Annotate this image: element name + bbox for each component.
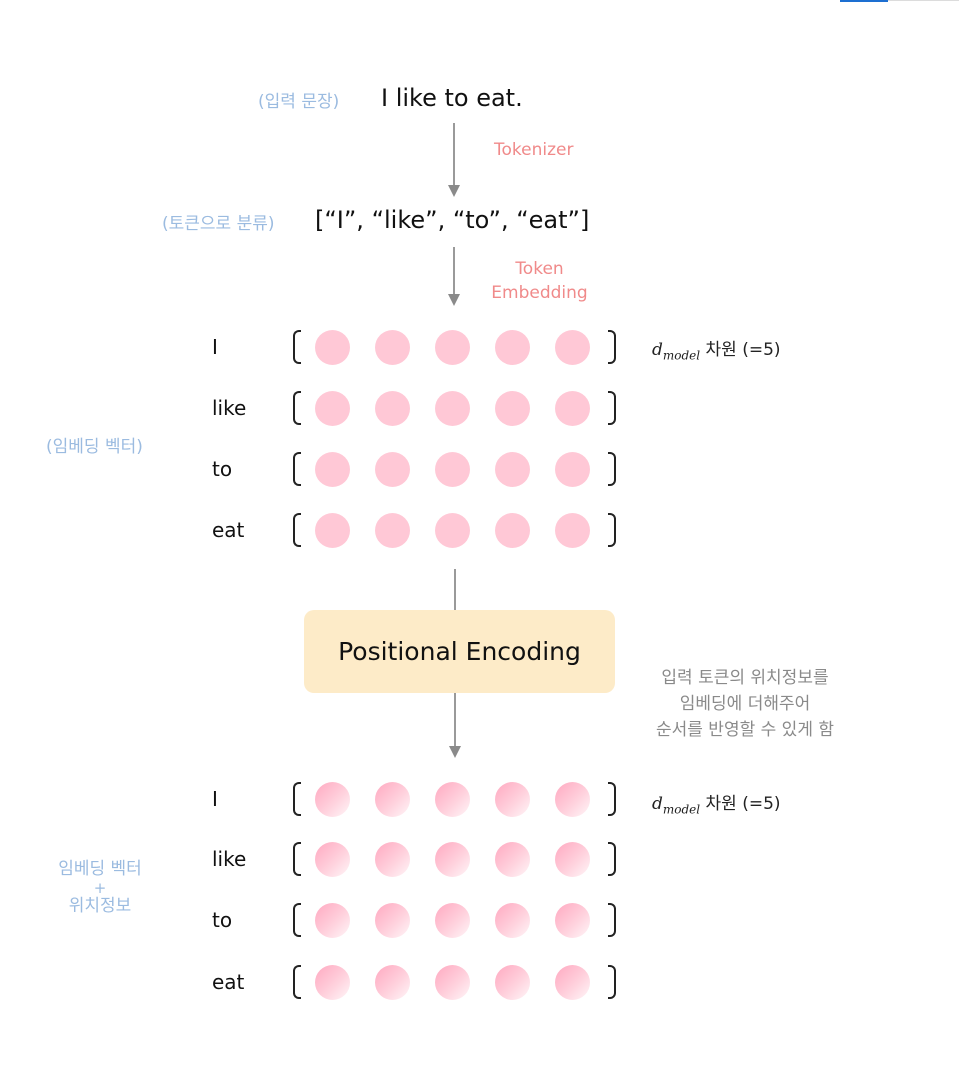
combined-vector-element (435, 842, 470, 877)
positional-encoding-title: Positional Encoding (338, 637, 581, 666)
positional-encoding-note: 입력 토큰의 위치정보를 임베딩에 더해주어 순서를 반영할 수 있게 함 (640, 665, 850, 743)
embedding-bracket-left (293, 330, 301, 364)
input-sentence: I like to eat. (381, 84, 523, 112)
combined-token-label: like (212, 847, 247, 871)
embedding-bracket-right (608, 391, 616, 425)
embedding-bracket-left (293, 452, 301, 486)
embedding-vector-label: (임베딩 벡터) (46, 437, 143, 457)
embedding-bracket-left (293, 513, 301, 547)
embedding-vector-element (375, 513, 410, 548)
combined-line-1: 임베딩 벡터 (58, 859, 142, 879)
arrow-line-1 (453, 123, 455, 186)
embedding-vector-element (375, 452, 410, 487)
combined-vector-element (495, 903, 530, 938)
embedding-token-label: I (212, 335, 218, 359)
combined-vector-element (315, 903, 350, 938)
embedding-bracket-right (608, 513, 616, 547)
pe-note-line-1: 입력 토큰의 위치정보를 (661, 668, 829, 688)
embedding-vector-element (555, 452, 590, 487)
combined-vector-element (315, 782, 350, 817)
positional-encoding-box: Positional Encoding (304, 610, 615, 693)
token-embedding-line-1: Token (515, 259, 564, 279)
embedding-vector-element (555, 391, 590, 426)
tokenizer-label: Tokenizer (494, 140, 574, 160)
input-sentence-label: (입력 문장) (258, 92, 340, 112)
arrow-line-2 (453, 247, 455, 295)
combined-bracket-left (293, 965, 301, 999)
embedding-token-label: eat (212, 518, 245, 542)
embedding-token-label: to (212, 457, 233, 481)
arrow-head-1 (448, 185, 460, 197)
combined-vector-element (555, 965, 590, 1000)
combined-vector-element (375, 903, 410, 938)
combined-token-label: I (212, 787, 218, 811)
combined-bracket-right (608, 903, 616, 937)
combined-vector-element (555, 903, 590, 938)
combined-vector-element (375, 782, 410, 817)
embedding-vector-element (555, 513, 590, 548)
embedding-vector-element (495, 513, 530, 548)
embedding-token-label: like (212, 396, 247, 420)
embedding-vector-element (315, 391, 350, 426)
combined-label: 임베딩 벡터 + 위치정보 (40, 858, 160, 918)
embedding-vector-element (315, 330, 350, 365)
combined-bracket-left (293, 842, 301, 876)
combined-vector-element (495, 965, 530, 1000)
embedding-vector-element (375, 391, 410, 426)
embedding-vector-element (495, 330, 530, 365)
embedding-vector-element (495, 391, 530, 426)
token-list: [“I”, “like”, “to”, “eat”] (315, 206, 590, 234)
arrow-line-3 (454, 569, 456, 610)
embedding-vector-element (495, 452, 530, 487)
d-model-symbol: dmodel (652, 794, 701, 817)
combined-bracket-left (293, 903, 301, 937)
embedding-bracket-right (608, 330, 616, 364)
embedding-vector-element (435, 330, 470, 365)
embedding-vector-element (555, 330, 590, 365)
dimension-text: 차원 (=5) (705, 340, 781, 360)
embedding-bracket-right (608, 452, 616, 486)
tokenized-label: (토큰으로 분류) (162, 214, 275, 234)
pe-note-line-2: 임베딩에 더해주어 (679, 694, 811, 714)
combined-vector-element (495, 782, 530, 817)
combined-vector-element (315, 842, 350, 877)
combined-vector-element (435, 965, 470, 1000)
top-tab-divider (888, 0, 959, 1)
embedding-vector-element (375, 330, 410, 365)
embedding-vector-element (315, 513, 350, 548)
dimension-label-bottom: dmodel 차원 (=5) (652, 789, 781, 816)
combined-vector-element (375, 842, 410, 877)
combined-line-2: 위치정보 (68, 896, 132, 916)
combined-token-label: to (212, 908, 233, 932)
combined-vector-element (495, 842, 530, 877)
embedding-vector-element (315, 452, 350, 487)
combined-vector-element (555, 842, 590, 877)
embedding-bracket-left (293, 391, 301, 425)
token-embedding-line-2: Embedding (491, 283, 588, 303)
combined-vector-element (315, 965, 350, 1000)
top-tab-indicator (840, 0, 888, 2)
combined-bracket-left (293, 782, 301, 816)
embedding-vector-element (435, 391, 470, 426)
combined-vector-element (435, 903, 470, 938)
dimension-label-top: dmodel 차원 (=5) (652, 335, 781, 362)
combined-plus: + (93, 879, 107, 897)
dimension-text: 차원 (=5) (705, 794, 781, 814)
embedding-vector-element (435, 452, 470, 487)
arrow-head-2 (448, 294, 460, 306)
token-embedding-label: Token Embedding (488, 257, 591, 305)
combined-vector-element (375, 965, 410, 1000)
combined-token-label: eat (212, 970, 245, 994)
combined-vector-element (435, 782, 470, 817)
combined-bracket-right (608, 782, 616, 816)
combined-bracket-right (608, 965, 616, 999)
combined-bracket-right (608, 842, 616, 876)
arrow-line-4 (454, 693, 456, 747)
pe-note-line-3: 순서를 반영할 수 있게 함 (655, 720, 834, 740)
d-model-symbol: dmodel (652, 340, 701, 363)
embedding-vector-element (435, 513, 470, 548)
combined-vector-element (555, 782, 590, 817)
arrow-head-4 (449, 746, 461, 758)
